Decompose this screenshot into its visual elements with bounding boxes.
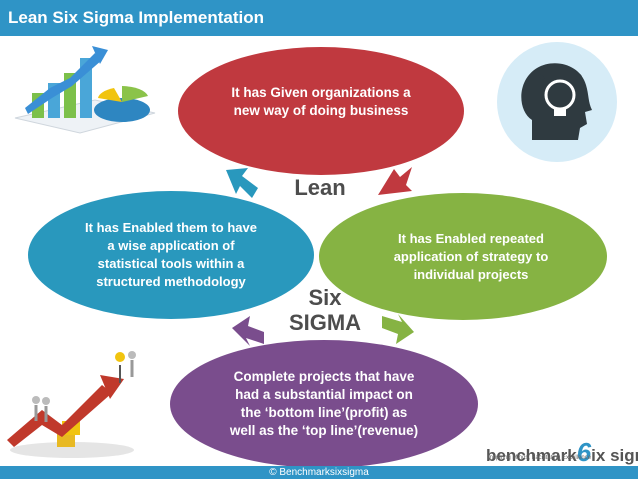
lean-label: Lean bbox=[294, 175, 346, 200]
node-top-text: It has Given organizations a new way of … bbox=[231, 85, 411, 118]
bar-chart-pie-icon bbox=[14, 46, 156, 134]
six-sigma-label: Six SIGMA bbox=[270, 285, 380, 335]
node-left: It has Enabled them to have a wise appli… bbox=[28, 191, 314, 319]
node-left-text: It has Enabled them to have a wise appli… bbox=[85, 220, 257, 289]
head-lightbulb-icon bbox=[497, 42, 617, 162]
node-right-text: It has Enabled repeated application of s… bbox=[393, 230, 549, 282]
node-right: It has Enabled repeated application of s… bbox=[319, 193, 607, 320]
arrow-right-to-bottom bbox=[382, 314, 414, 344]
logo-right-text: ix sigma bbox=[591, 446, 638, 465]
page-title: Lean Six Sigma Implementation bbox=[0, 0, 638, 36]
arrow-bottom-to-left bbox=[232, 316, 264, 346]
rising-arrow-people-icon bbox=[7, 351, 136, 458]
node-bottom-text: Complete projects that have had a substa… bbox=[229, 369, 419, 438]
benchmark-logo: benchmark6ix sigma bbox=[486, 437, 638, 468]
node-bottom: Complete projects that have had a substa… bbox=[170, 340, 478, 468]
arrow-top-to-right bbox=[378, 167, 412, 195]
node-top: It has Given organizations a new way of … bbox=[178, 47, 464, 175]
logo-left-text: benchmark bbox=[486, 446, 577, 465]
sigma-text: SIGMA bbox=[288, 310, 362, 335]
logo-tagline: Inspiring Minds, Facilitating Excellence bbox=[488, 455, 592, 461]
logo-six: 6 bbox=[576, 437, 592, 467]
footer-copyright: © Benchmarksixsigma bbox=[0, 466, 638, 479]
arrow-left-to-top bbox=[226, 168, 258, 198]
six-text: Six bbox=[308, 285, 342, 310]
